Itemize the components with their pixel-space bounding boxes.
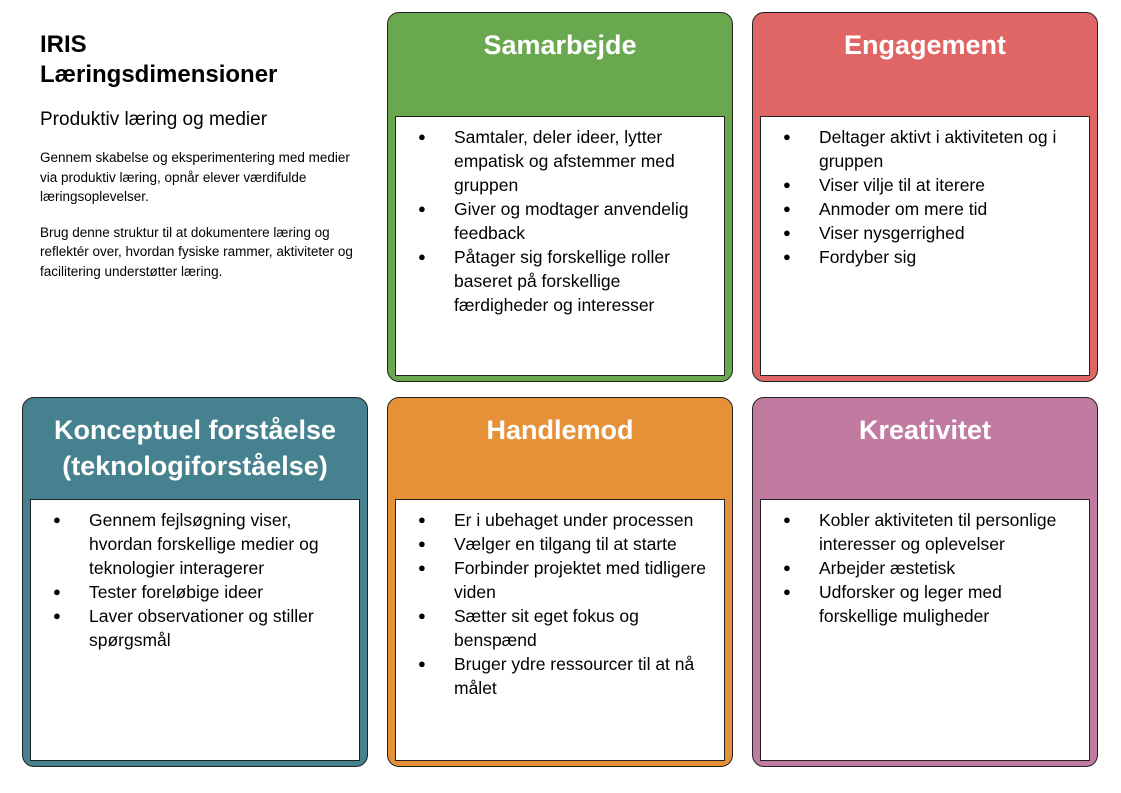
title-line: IRIS xyxy=(40,31,87,58)
list-item: Gennem fejlsøgning viser, hvordan forske… xyxy=(53,508,347,580)
card-body: Deltager aktivt i aktiviteten og i grupp… xyxy=(760,116,1090,376)
card-title: Handlemod xyxy=(486,415,634,445)
intro-paragraph: Gennem skabelse og eksperimentering med … xyxy=(40,150,350,204)
list-item: Påtager sig forskellige roller baseret p… xyxy=(418,245,712,317)
bullet-list: Samtaler, deler ideer, lytter empatisk o… xyxy=(418,125,712,317)
bullet-list: Deltager aktivt i aktiviteten og i grupp… xyxy=(783,125,1077,269)
list-item: Udforsker og leger med forskellige mulig… xyxy=(783,580,1077,628)
list-item: Bruger ydre ressourcer til at nå målet xyxy=(418,652,712,700)
list-item: Samtaler, deler ideer, lytter empatisk o… xyxy=(418,125,712,197)
list-item: Sætter sit eget fokus og benspænd xyxy=(418,604,712,652)
page-title: IRIS Læringsdimensioner xyxy=(40,30,360,90)
dimension-card: SamarbejdeSamtaler, deler ideer, lytter … xyxy=(387,12,733,382)
list-item: Tester foreløbige ideer xyxy=(53,580,347,604)
list-item: Viser vilje til at iterere xyxy=(783,173,1077,197)
subtitle: Produktiv læring og medier xyxy=(40,109,268,130)
list-item: Kobler aktiviteten til personlige intere… xyxy=(783,508,1077,556)
card-title: Engagement xyxy=(843,30,1007,60)
list-item: Forbinder projektet med tidligere viden xyxy=(418,556,712,604)
list-item: Anmoder om mere tid xyxy=(783,197,1077,221)
list-item: Deltager aktivt i aktiviteten og i grupp… xyxy=(783,125,1077,173)
bullet-list: Kobler aktiviteten til personlige intere… xyxy=(783,508,1077,628)
card-title: Kreativitet xyxy=(858,415,992,445)
dimension-card: Konceptuel forståelse (teknologiforståel… xyxy=(22,397,368,767)
title-line: Læringsdimensioner xyxy=(40,61,278,88)
intro-paragraph: Brug denne struktur til at dokumentere l… xyxy=(40,224,353,279)
list-item: Er i ubehaget under processen xyxy=(418,508,712,532)
list-item: Arbejder æstetisk xyxy=(783,556,1077,580)
list-item: Viser nysgerrighed xyxy=(783,221,1077,245)
bullet-list: Er i ubehaget under processenVælger en t… xyxy=(418,508,712,700)
bullet-list: Gennem fejlsøgning viser, hvordan forske… xyxy=(53,508,347,652)
dimension-card: EngagementDeltager aktivt i aktiviteten … xyxy=(752,12,1098,382)
card-body: Samtaler, deler ideer, lytter empatisk o… xyxy=(395,116,725,376)
list-item: Fordyber sig xyxy=(783,245,1077,269)
card-title: Konceptuel forståelse (teknologiforståel… xyxy=(53,415,337,481)
card-body: Er i ubehaget under processenVælger en t… xyxy=(395,499,725,761)
card-body: Kobler aktiviteten til personlige intere… xyxy=(760,499,1090,761)
intro: IRIS Læringsdimensioner Produktiv læring … xyxy=(40,30,360,281)
list-item: Laver observationer og stiller spørgsmål xyxy=(53,604,347,652)
list-item: Vælger en tilgang til at starte xyxy=(418,532,712,556)
card-title: Samarbejde xyxy=(483,30,637,60)
list-item: Giver og modtager anvendelig feedback xyxy=(418,197,712,245)
card-body: Gennem fejlsøgning viser, hvordan forske… xyxy=(30,499,360,761)
dimension-card: Handlemod Er i ubehaget under processenVæ… xyxy=(387,397,733,767)
dimension-card: KreativitetKobler aktiviteten til person… xyxy=(752,397,1098,767)
